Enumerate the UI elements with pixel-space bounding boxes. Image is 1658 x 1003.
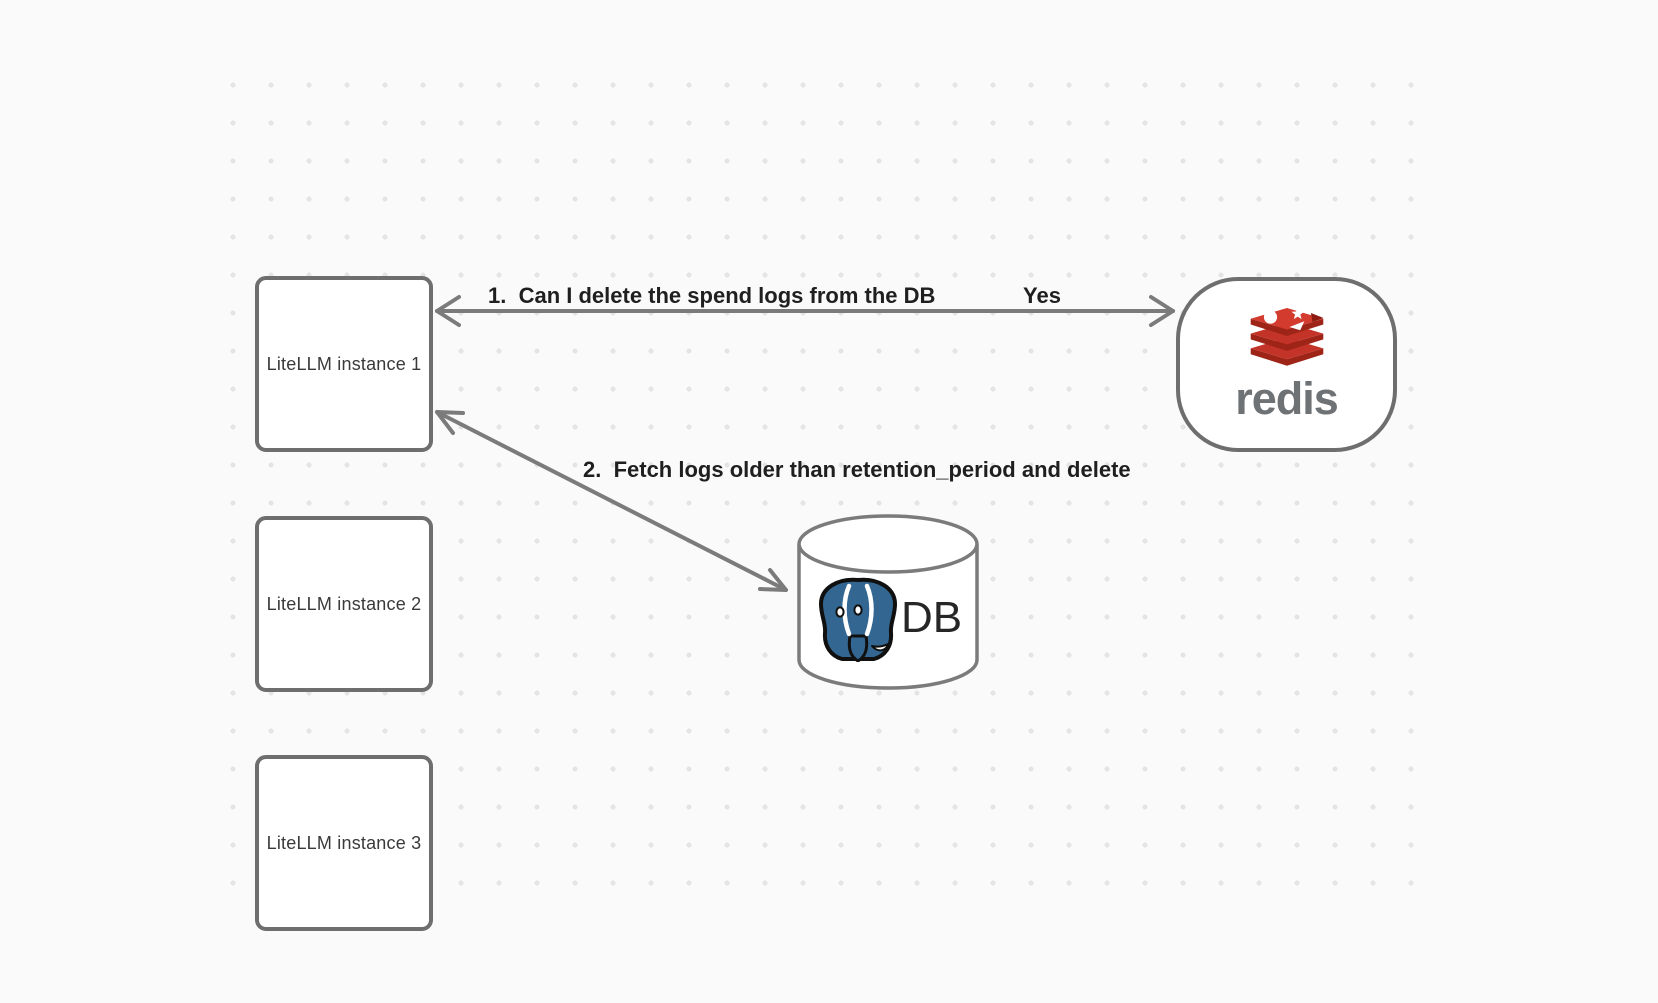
node-litellm-instance-3[interactable]: LiteLLM instance 3 — [255, 755, 433, 931]
arrow2-label: 2. Fetch logs older than retention_perio… — [583, 457, 1131, 482]
node-litellm-instance-1[interactable]: LiteLLM instance 1 — [255, 276, 433, 452]
postgresql-elephant-icon — [819, 577, 897, 662]
node-litellm-instance-2[interactable]: LiteLLM instance 2 — [255, 516, 433, 692]
redis-wordmark: redis — [1235, 373, 1339, 424]
db-label: DB — [901, 593, 963, 642]
node-label: LiteLLM instance 1 — [266, 353, 422, 374]
arrow1-reply-label: Yes — [1023, 283, 1061, 308]
arrow1-question-label: 1. Can I delete the spend logs from the … — [488, 283, 936, 308]
node-label: LiteLLM instance 3 — [266, 832, 422, 853]
node-label: LiteLLM instance 2 — [266, 593, 422, 614]
redis-stack-icon — [1250, 308, 1323, 366]
arrow-instance1-to-db[interactable] — [435, 410, 788, 592]
arrow-redis-to-instance1[interactable] — [435, 295, 1175, 327]
node-redis[interactable]: redis — [1176, 277, 1397, 452]
